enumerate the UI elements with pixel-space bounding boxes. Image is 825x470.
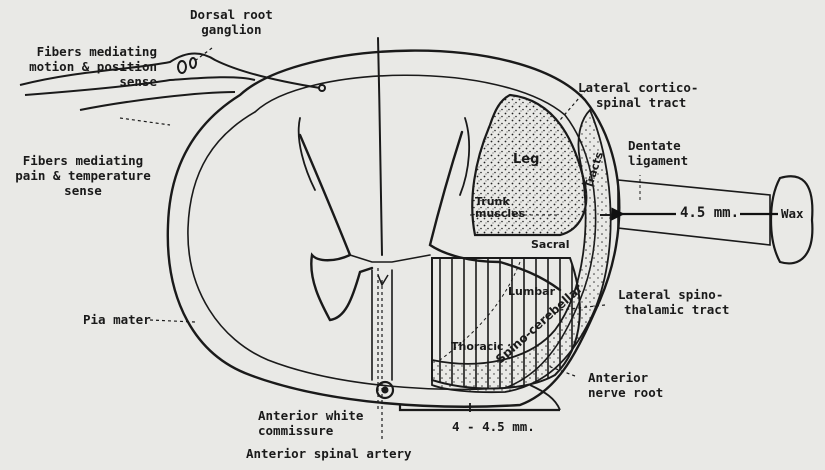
leader-lines [119,47,606,440]
cord-outline [166,37,621,408]
region-thoracic: Thoracic [451,340,504,353]
dorsal-root [19,52,326,111]
label-fibers-motion-position: Fibers mediating motion & position sense [29,44,157,89]
label-anterior-spinal-artery: Anterior spinal artery [246,446,412,461]
spinocerebellar-band [431,108,612,394]
label-measure-4-4-5mm: 4 - 4.5 mm. [452,419,535,434]
label-lateral-corticospinal-tract: Lateral cortico- spinal tract [578,80,699,110]
label-anterior-white-commissure: Anterior white commissure [258,408,364,438]
label-anterior-nerve-root: Anterior nerve root [588,370,664,400]
anterior-spinal-artery [375,380,395,400]
region-leg: Leg [513,152,540,167]
region-sacral: Sacral [531,238,570,251]
label-dentate-ligament: Dentate ligament [628,138,689,168]
region-trunk-muscles: Trunk muscles [475,195,526,220]
region-lumbar: Lumbar [508,285,556,298]
label-pia-mater: Pia mater [83,312,151,327]
label-wax: Wax [781,206,804,221]
corticospinal-region [471,93,588,237]
label-measure-4-5mm: 4.5 mm. [680,205,740,221]
label-fibers-pain-temperature: Fibers mediating pain & temperature sens… [15,153,151,198]
label-dorsal-root-ganglion: Dorsal root ganglion [190,7,273,37]
wax-block [769,175,814,265]
label-lateral-spinothalamic-tract: Lateral spino- thalamic tract [618,287,730,317]
spinothalamic-stripes [439,258,573,389]
